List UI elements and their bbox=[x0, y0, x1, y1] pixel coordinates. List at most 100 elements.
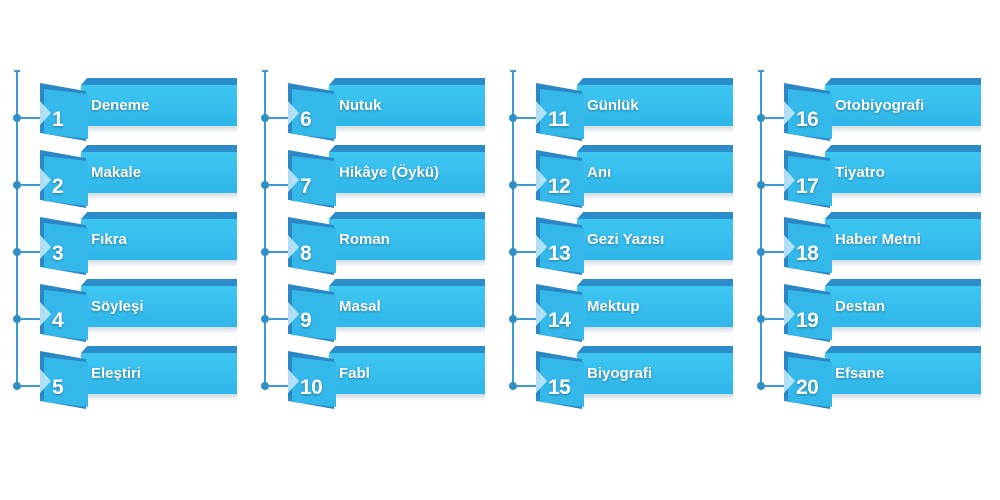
band-top-edge bbox=[577, 145, 733, 152]
connector-spine bbox=[512, 70, 514, 388]
number-tab: 18 bbox=[784, 217, 832, 277]
tab-face bbox=[292, 89, 336, 139]
item-label: Eleştiri bbox=[91, 365, 142, 382]
band-face bbox=[825, 286, 981, 327]
band-top-edge bbox=[81, 78, 237, 85]
number-tab: 6 bbox=[288, 83, 336, 143]
label-band: Destan bbox=[825, 279, 981, 334]
band-shadow bbox=[825, 394, 981, 401]
list-item: Günlük 11 bbox=[509, 78, 739, 141]
band-top-edge bbox=[329, 78, 485, 85]
connector-line bbox=[269, 318, 291, 320]
tab-face bbox=[44, 290, 88, 340]
label-band: Fıkra bbox=[81, 212, 237, 267]
item-number: 13 bbox=[548, 242, 571, 265]
band-face bbox=[81, 286, 237, 327]
connector-dot bbox=[13, 248, 21, 256]
tab-face bbox=[292, 357, 336, 407]
tab-face bbox=[788, 223, 832, 273]
number-tab: 2 bbox=[40, 150, 88, 210]
connector-line bbox=[21, 318, 43, 320]
band-top-edge bbox=[825, 346, 981, 353]
list-column-3: Günlük 11 Anı 12 bbox=[509, 70, 739, 420]
connector-line bbox=[21, 117, 43, 119]
connector-line bbox=[765, 117, 787, 119]
connector-dot bbox=[757, 248, 765, 256]
band-top-edge bbox=[825, 212, 981, 219]
connector-line bbox=[21, 385, 43, 387]
list-item: Söyleşi 4 bbox=[13, 279, 243, 342]
label-band: Mektup bbox=[577, 279, 733, 334]
label-band: Gezi Yazısı bbox=[577, 212, 733, 267]
band-shadow bbox=[577, 327, 733, 334]
band-shadow bbox=[81, 126, 237, 133]
number-tab: 10 bbox=[288, 351, 336, 411]
tab-notch bbox=[784, 369, 795, 393]
connector-dot bbox=[13, 114, 21, 122]
item-number: 17 bbox=[796, 175, 819, 198]
connector-line bbox=[21, 251, 43, 253]
tab-face bbox=[540, 357, 584, 407]
number-tab: 20 bbox=[784, 351, 832, 411]
label-band: Efsane bbox=[825, 346, 981, 401]
band-face bbox=[577, 152, 733, 193]
connector-dot bbox=[261, 382, 269, 390]
item-number: 6 bbox=[300, 108, 312, 131]
item-number: 12 bbox=[548, 175, 571, 198]
tab-notch bbox=[536, 302, 547, 326]
band-top-edge bbox=[81, 145, 237, 152]
connector-dot bbox=[509, 382, 517, 390]
connector-dot bbox=[509, 114, 517, 122]
tab-face bbox=[540, 223, 584, 273]
list-column-1: Deneme 1 Makale 2 bbox=[13, 70, 243, 420]
band-shadow bbox=[81, 394, 237, 401]
item-label: Masal bbox=[339, 298, 381, 315]
band-shadow bbox=[329, 394, 485, 401]
connector-line bbox=[269, 251, 291, 253]
item-label: Söyleşi bbox=[91, 298, 144, 315]
connector-line bbox=[517, 251, 539, 253]
tab-face bbox=[292, 290, 336, 340]
tab-notch bbox=[288, 235, 299, 259]
connector-spine-cap bbox=[14, 70, 20, 72]
list-item: Mektup 14 bbox=[509, 279, 739, 342]
list-item: Hikâye (Öykü) 7 bbox=[261, 145, 491, 208]
list-item: Fabl 10 bbox=[261, 346, 491, 409]
connector-line bbox=[269, 184, 291, 186]
band-face bbox=[825, 219, 981, 260]
connector-line bbox=[765, 385, 787, 387]
tab-face bbox=[44, 357, 88, 407]
item-number: 10 bbox=[300, 376, 323, 399]
band-top-edge bbox=[329, 212, 485, 219]
label-band: Günlük bbox=[577, 78, 733, 133]
label-band: Deneme bbox=[81, 78, 237, 133]
connector-dot bbox=[509, 248, 517, 256]
item-label: Destan bbox=[835, 298, 886, 315]
tab-notch bbox=[536, 235, 547, 259]
band-top-edge bbox=[577, 279, 733, 286]
band-face bbox=[81, 219, 237, 260]
tab-notch bbox=[40, 101, 51, 125]
band-top-edge bbox=[577, 212, 733, 219]
connector-spine-cap bbox=[262, 70, 268, 72]
connector-dot bbox=[261, 114, 269, 122]
item-label: Deneme bbox=[91, 97, 150, 114]
label-band: Nutuk bbox=[329, 78, 485, 133]
band-shadow bbox=[825, 260, 981, 267]
band-shadow bbox=[825, 126, 981, 133]
connector-line bbox=[517, 184, 539, 186]
band-shadow bbox=[825, 327, 981, 334]
band-shadow bbox=[81, 260, 237, 267]
connector-dot bbox=[509, 315, 517, 323]
connector-dot bbox=[261, 248, 269, 256]
band-face bbox=[81, 152, 237, 193]
band-face bbox=[329, 286, 485, 327]
tab-face bbox=[44, 89, 88, 139]
list-item: Anı 12 bbox=[509, 145, 739, 208]
list-item: Eleştiri 5 bbox=[13, 346, 243, 409]
number-tab: 7 bbox=[288, 150, 336, 210]
connector-spine bbox=[16, 70, 18, 388]
list-item: Makale 2 bbox=[13, 145, 243, 208]
item-label: Makale bbox=[91, 164, 142, 181]
tab-notch bbox=[288, 369, 299, 393]
